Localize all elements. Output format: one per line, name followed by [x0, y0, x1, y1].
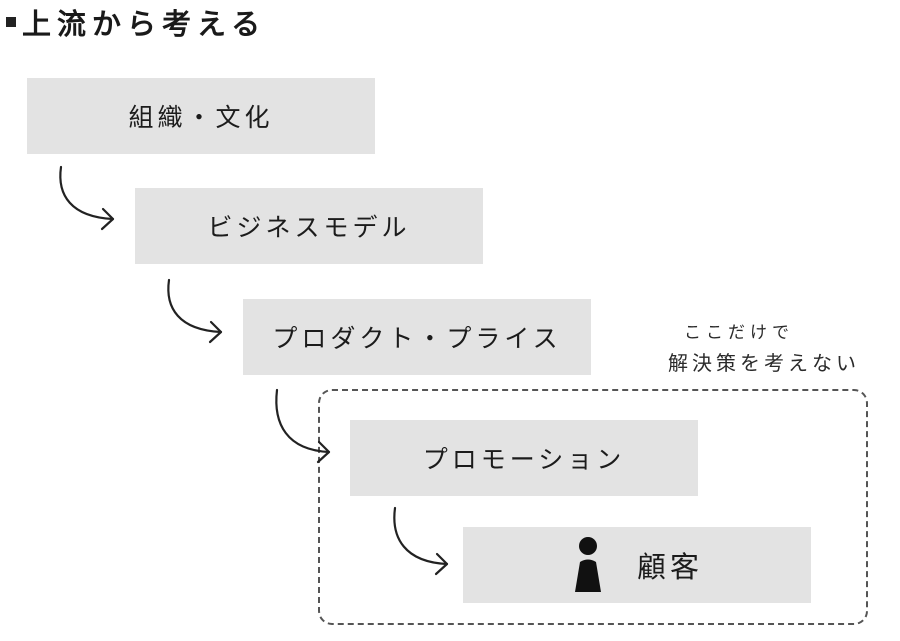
flow-step-organization-culture: 組織・文化: [27, 78, 375, 154]
annotation-line-2: 解決策を考えない: [668, 351, 860, 375]
person-icon: [574, 537, 601, 592]
flow-step-customer: 顧客: [463, 527, 811, 603]
flow-step-business-model: ビジネスモデル: [135, 188, 483, 264]
annotation-line-1: ここだけで: [684, 323, 794, 343]
flow-step-promotion: プロモーション: [350, 420, 698, 496]
scope-frame: [318, 389, 868, 625]
page-title: 上流から考える: [22, 7, 267, 41]
flow-arrow: [275, 388, 331, 464]
page-title-group: 上流から考える: [6, 2, 266, 42]
flow-step-label: 顧客: [636, 550, 703, 584]
flow-step-label: ビジネスモデル: [207, 213, 411, 242]
flow-step-product-price: プロダクト・プライス: [243, 299, 591, 375]
flow-step-label: プロダクト・プライス: [272, 324, 562, 353]
flow-arrow: [393, 506, 449, 576]
bullet-square-icon: [6, 17, 16, 27]
flow-arrow: [167, 278, 223, 344]
flow-step-label: 組織・文化: [128, 103, 274, 132]
annotation-note: ここだけで 解決策を考えない: [668, 318, 888, 378]
flow-arrow: [59, 165, 115, 231]
flow-step-label: プロモーション: [422, 445, 626, 474]
